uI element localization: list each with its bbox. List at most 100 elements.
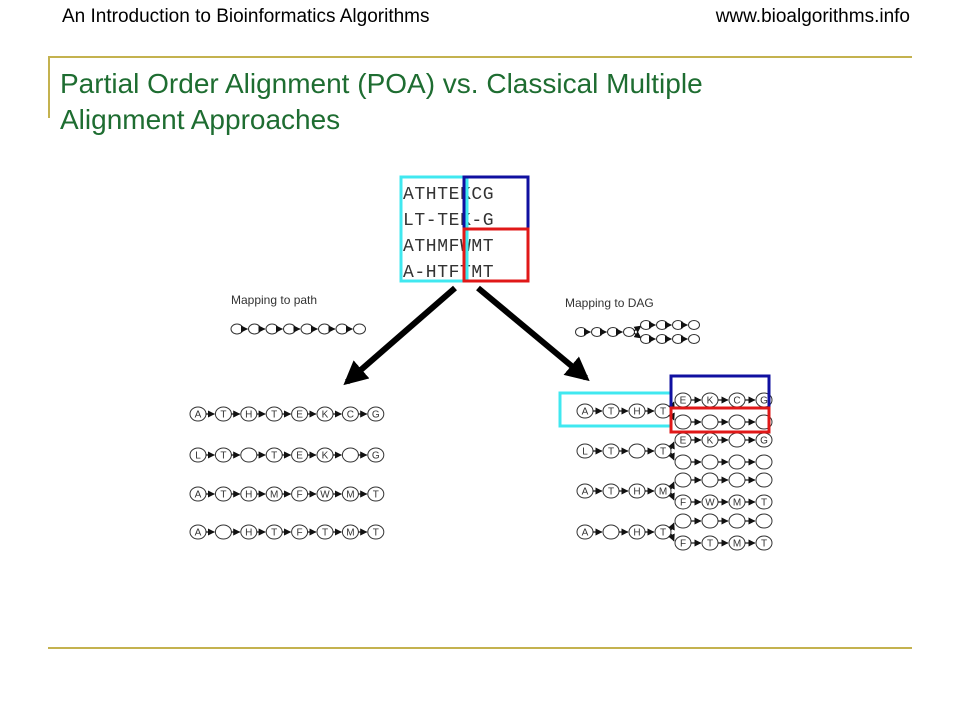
mini-dag-node xyxy=(575,327,587,337)
dag-prefix-node: H xyxy=(628,483,646,499)
node-label: T xyxy=(322,528,328,539)
dag-prefix-node: M xyxy=(654,483,672,499)
mini-dag-node xyxy=(640,334,652,344)
dag-prefix-node: H xyxy=(628,403,646,419)
alignment-row: LT-TEK-G xyxy=(403,211,494,231)
path-node: A xyxy=(189,524,207,540)
slide-title-line-2: Alignment Approaches xyxy=(60,104,341,135)
node-label: L xyxy=(582,447,588,458)
dag-branch-node: C xyxy=(728,392,746,408)
alignment-row: ATHTEKCG xyxy=(403,185,494,205)
node-label: G xyxy=(760,396,768,407)
mini-path-node xyxy=(265,323,279,335)
node-label: K xyxy=(707,436,714,447)
node-label: T xyxy=(373,528,379,539)
dag-prefix-node: A xyxy=(576,483,594,499)
node-label: T xyxy=(608,487,614,498)
dag-branch-node xyxy=(728,454,746,470)
alignment-block: ATHTEKCG LT-TEK-G ATHMFWMT A-HTFTMT xyxy=(399,175,530,283)
path-node: F xyxy=(291,524,309,540)
node-label: T xyxy=(373,490,379,501)
dag-prefix-node: T xyxy=(654,403,672,419)
edge xyxy=(668,481,675,490)
mini-dag-node xyxy=(688,334,700,344)
arrow-to-dag xyxy=(476,285,590,382)
label-mapping-to-dag: Mapping to DAG xyxy=(565,296,654,310)
path-node: H xyxy=(240,406,258,422)
path-node: M xyxy=(341,486,359,502)
edge xyxy=(668,441,675,450)
node-label: T xyxy=(761,539,767,550)
node-label: T xyxy=(761,498,767,509)
slide-title: Partial Order Alignment (POA) vs. Classi… xyxy=(60,66,900,138)
bottom-rule xyxy=(48,647,912,649)
node-label: M xyxy=(659,487,667,498)
path-node: T xyxy=(316,524,334,540)
node-label: M xyxy=(346,528,354,539)
alignment-row: A-HTFTMT xyxy=(403,263,494,283)
dag-branch-node xyxy=(701,472,719,488)
node-label: W xyxy=(320,490,330,501)
path-node: M xyxy=(265,486,283,502)
slide-title-line-1: Partial Order Alignment (POA) vs. Classi… xyxy=(60,68,703,99)
path-node: M xyxy=(341,524,359,540)
node-label: L xyxy=(195,451,201,462)
mini-dag-node xyxy=(591,327,603,337)
dag-branch-node: T xyxy=(755,494,773,510)
dag-highlight-layer xyxy=(558,374,771,434)
path-node: H xyxy=(240,486,258,502)
dag-prefix-node: T xyxy=(602,403,620,419)
dag-branch-node: K xyxy=(701,392,719,408)
dag-branch-node: M xyxy=(728,494,746,510)
dag-prefix-node: L xyxy=(576,443,594,459)
dag-branch-node xyxy=(701,414,719,430)
edge xyxy=(633,331,642,339)
node-label: T xyxy=(660,447,666,458)
node-label: T xyxy=(660,407,666,418)
path-node: T xyxy=(265,406,283,422)
node-label: E xyxy=(680,396,687,407)
path-node: G xyxy=(367,406,385,422)
path-node: K xyxy=(316,406,334,422)
mini-path-node xyxy=(283,323,296,335)
node-label: E xyxy=(680,436,687,447)
path-node: T xyxy=(214,406,232,422)
node-label: M xyxy=(733,539,741,550)
node-label: G xyxy=(760,436,768,447)
mini-dag-node xyxy=(656,320,668,330)
node-label: H xyxy=(245,410,252,421)
node-label: T xyxy=(271,528,277,539)
node-label: H xyxy=(245,528,252,539)
edge xyxy=(668,533,675,542)
node-label: A xyxy=(195,528,202,539)
path-node: T xyxy=(265,447,283,463)
node-label: T xyxy=(608,447,614,458)
path-node: T xyxy=(265,524,283,540)
dag-branch-node xyxy=(755,472,773,488)
mini-dag-node xyxy=(672,334,684,344)
node-label: T xyxy=(660,528,666,539)
mini-path-node xyxy=(353,323,366,335)
mini-path-node xyxy=(248,323,261,335)
dag-prefix-node: T xyxy=(602,483,620,499)
path-node: W xyxy=(316,486,334,502)
node-label: W xyxy=(705,498,715,509)
node-label: T xyxy=(271,410,277,421)
node-label: C xyxy=(347,410,354,421)
node-label: F xyxy=(680,539,686,550)
node-label: M xyxy=(270,490,278,501)
dag-branch-node xyxy=(701,454,719,470)
path-node xyxy=(214,524,232,540)
dag-branch-node: W xyxy=(701,494,719,510)
dag-branch-node xyxy=(755,513,773,529)
path-node: K xyxy=(316,447,334,463)
node-label: G xyxy=(372,410,380,421)
node-label: T xyxy=(220,410,226,421)
edge xyxy=(668,492,675,501)
mini-path-node xyxy=(318,323,331,335)
node-label: A xyxy=(582,487,589,498)
path-node: G xyxy=(367,447,385,463)
dag-branch-node: F xyxy=(674,494,692,510)
node-label: H xyxy=(633,487,640,498)
mini-dag-node xyxy=(623,327,635,337)
